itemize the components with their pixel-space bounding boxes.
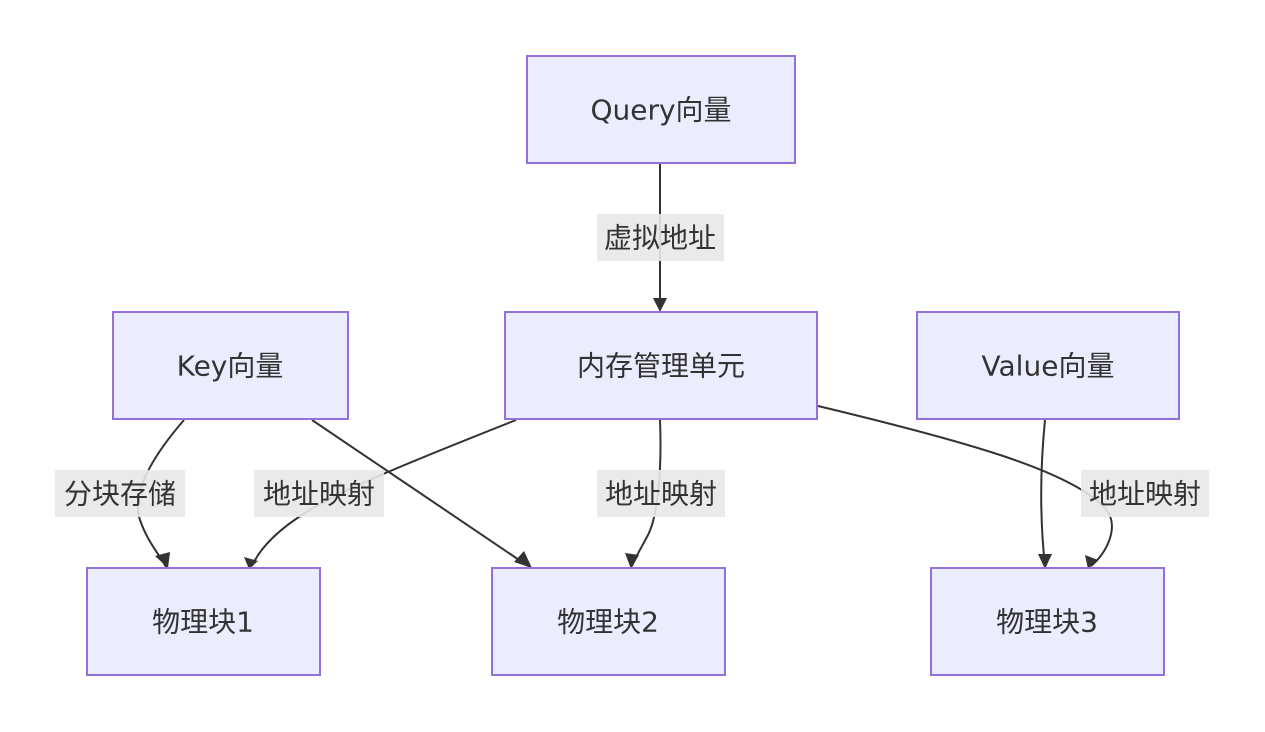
node-value: Value向量 — [916, 311, 1180, 420]
node-query: Query向量 — [526, 55, 796, 164]
arrowhead-key-to-block2 — [514, 551, 532, 568]
node-label: Value向量 — [982, 350, 1115, 383]
edge-label-mmu-to-block2: 地址映射 — [597, 470, 725, 517]
node-label: 物理块3 — [996, 606, 1098, 639]
edge-label-text: 虚拟地址 — [604, 222, 716, 255]
edge-label-key-to-block1: 分块存储 — [55, 470, 185, 517]
node-label: 物理块1 — [152, 606, 254, 639]
node-block3: 物理块3 — [930, 567, 1165, 676]
node-block2: 物理块2 — [491, 567, 726, 676]
edge-value-to-block3 — [1040, 419, 1046, 567]
arrowhead-mmu-to-block3 — [1085, 555, 1098, 569]
edge-label-text: 地址映射 — [1089, 478, 1201, 511]
edge-label-text: 分块存储 — [64, 478, 176, 511]
arrowhead-mmu-to-block1 — [244, 557, 258, 569]
edge-label-query-to-mmu: 虚拟地址 — [597, 214, 724, 261]
node-label: Query向量 — [590, 94, 731, 127]
edge-label-mmu-to-block1: 地址映射 — [254, 470, 384, 517]
edge-label-text: 地址映射 — [263, 478, 375, 511]
edge-label-text: 地址映射 — [605, 478, 717, 511]
node-block1: 物理块1 — [86, 567, 321, 676]
arrowhead-key-to-block1 — [155, 552, 170, 568]
edges — [137, 164, 1113, 569]
edge-key-to-block2 — [311, 419, 529, 567]
edge-mmu-to-block3 — [817, 405, 1113, 567]
node-label: Key向量 — [177, 350, 284, 383]
nodes: Query向量 Key向量 内存管理单元 Value向量 物理块1 物理块2 物… — [86, 55, 1180, 676]
edge-label-mmu-to-block3: 地址映射 — [1081, 470, 1209, 517]
arrowhead-value-to-block3 — [1038, 554, 1052, 569]
node-key: Key向量 — [112, 311, 349, 420]
node-label: 内存管理单元 — [577, 350, 745, 383]
node-mmu: 内存管理单元 — [504, 311, 818, 420]
arrowhead-query-to-mmu — [653, 298, 667, 312]
node-label: 物理块2 — [557, 606, 659, 639]
edge-labels: 虚拟地址 分块存储 地址映射 地址映射 地址映射 — [55, 214, 1209, 517]
arrowhead-mmu-to-block2 — [625, 553, 639, 569]
